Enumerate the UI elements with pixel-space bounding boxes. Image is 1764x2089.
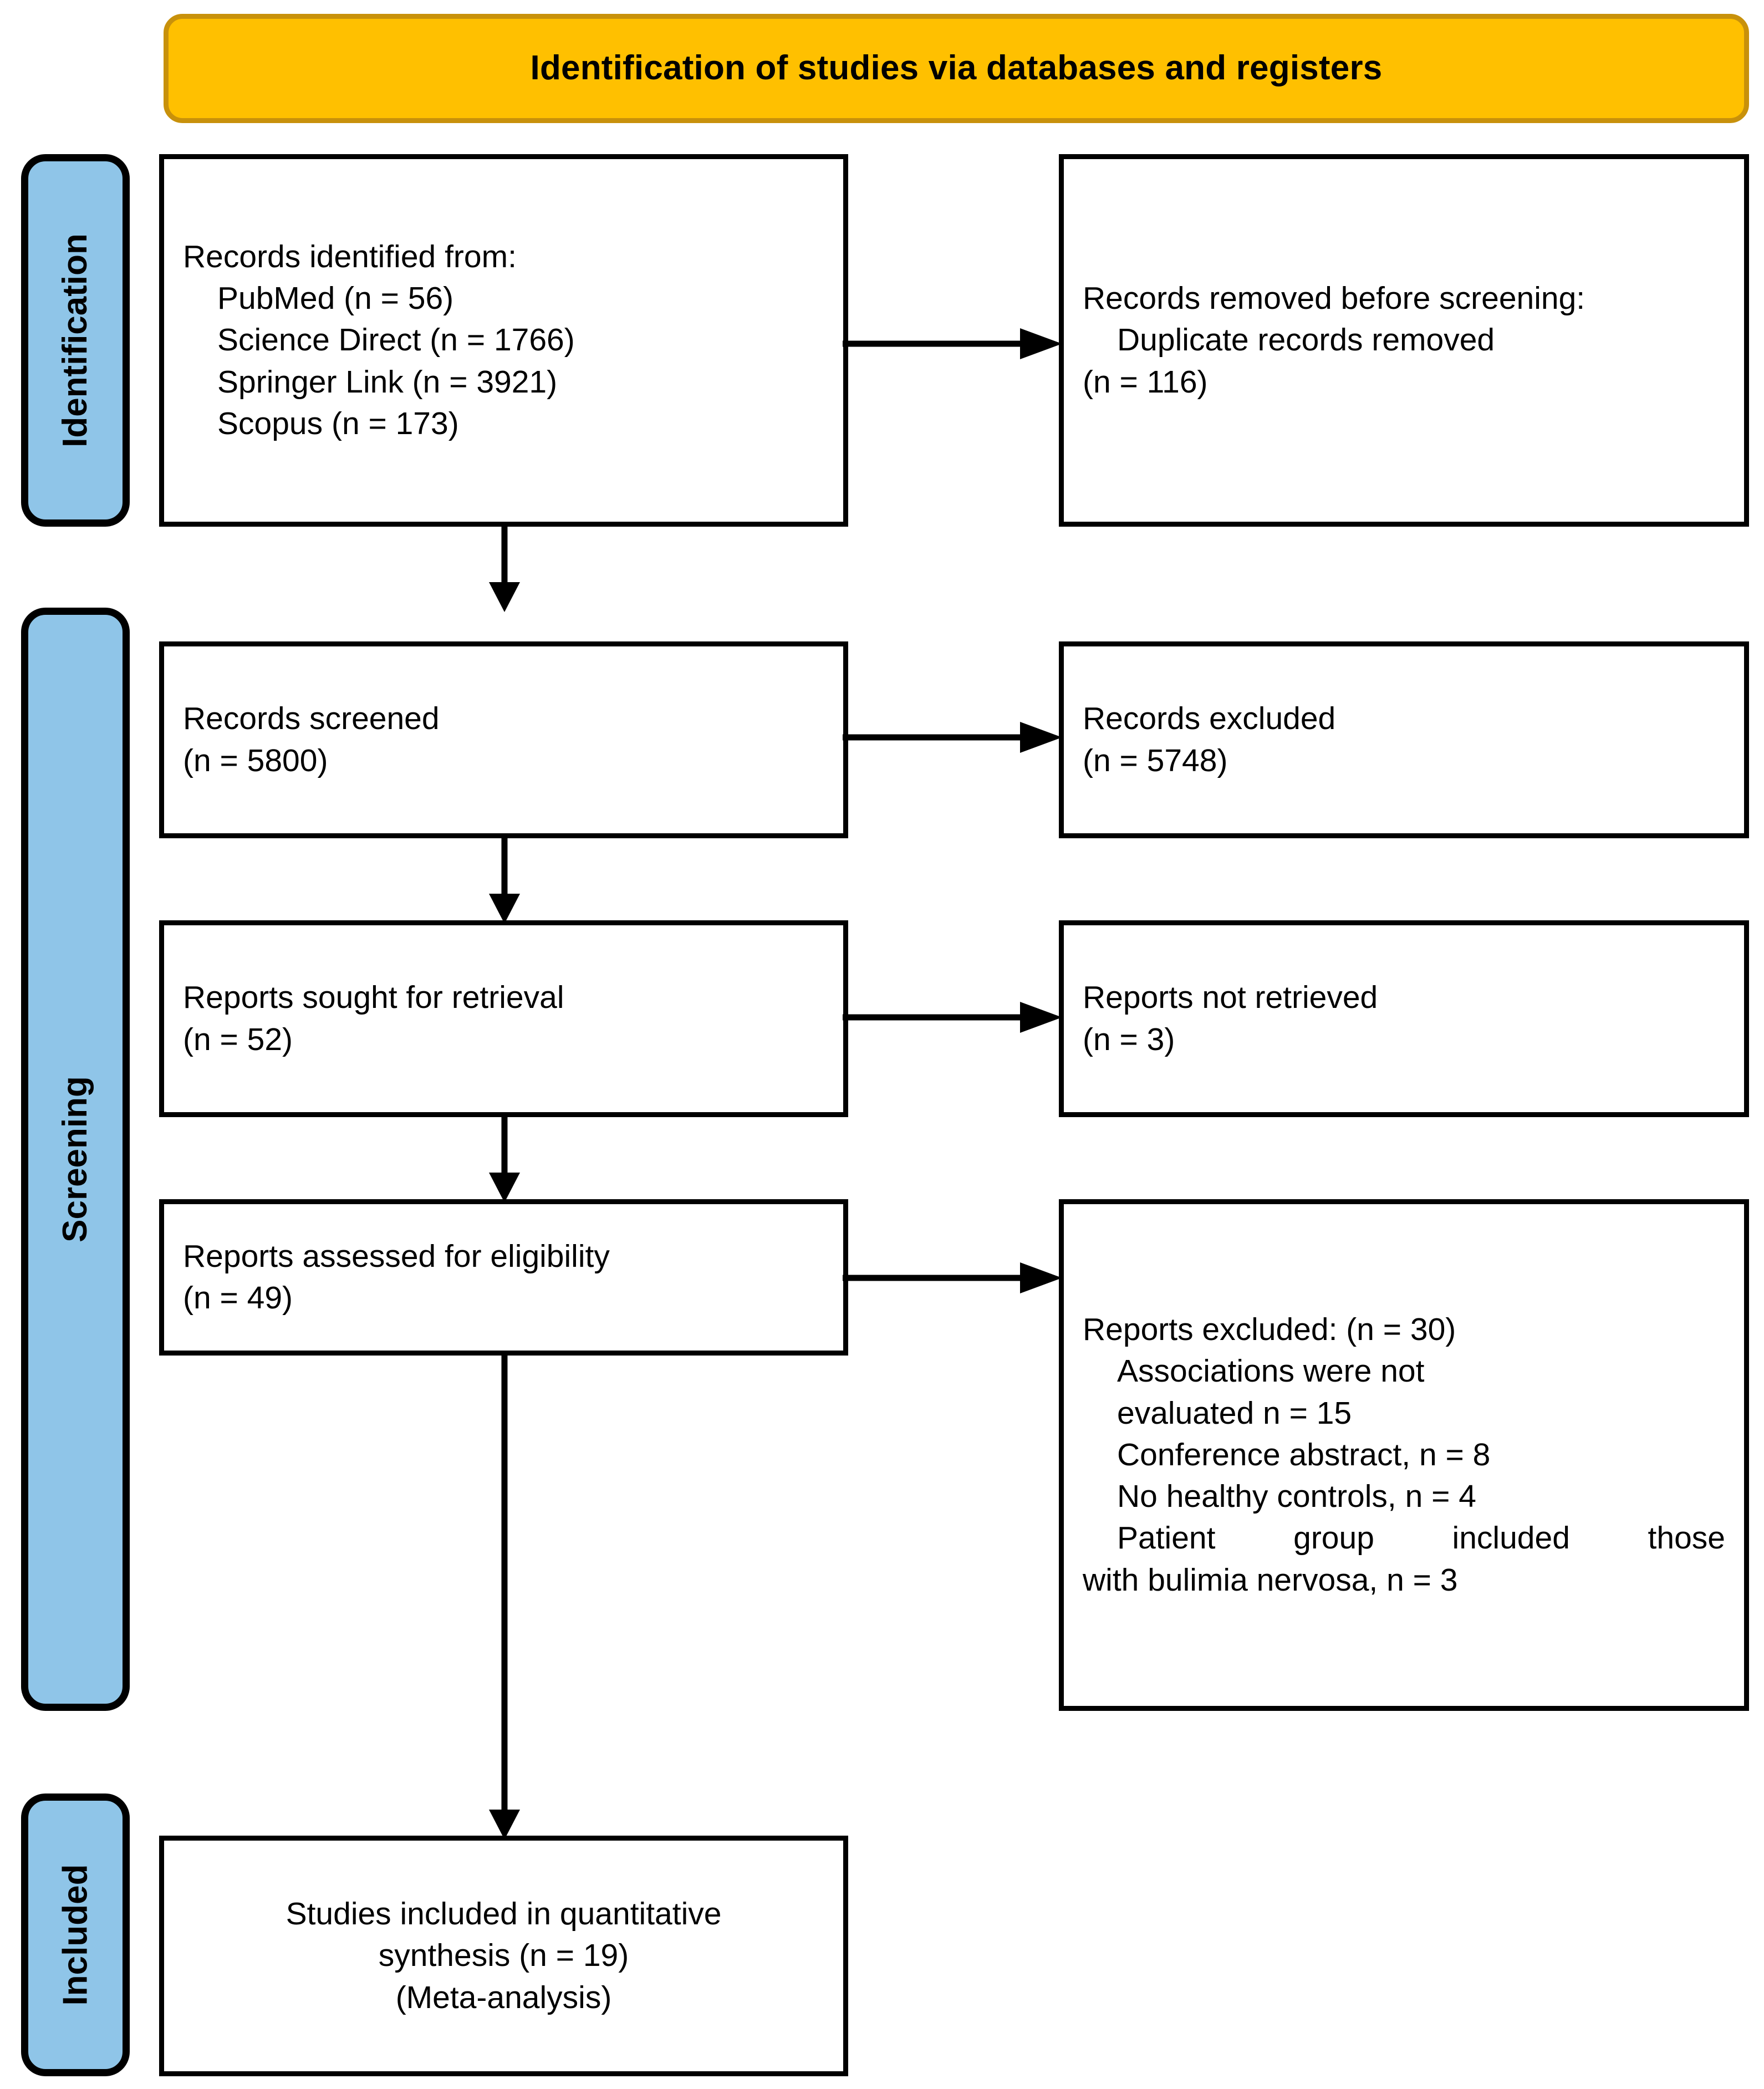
arrow-screened-to-sought xyxy=(489,836,520,924)
arrow-sought-to-assessed xyxy=(489,1115,520,1203)
reports-assessed-line-1: (n = 49) xyxy=(183,1280,293,1316)
arrow-identified-to-removed xyxy=(843,328,1062,359)
arrow-assessed-to-included xyxy=(489,1353,520,1840)
reports-excluded-reason-3: No healthy controls, n = 4 xyxy=(1117,1479,1476,1515)
box-reports-excluded-detail: Reports excluded: (n = 30) Associations … xyxy=(1059,1199,1749,1711)
reports-excluded-reason-0: Associations were not xyxy=(1117,1353,1425,1389)
stage-pill-included: Included xyxy=(21,1794,130,2076)
records-screened-line-1: (n = 5800) xyxy=(183,742,328,778)
box-records-screened: Records screened (n = 5800) xyxy=(159,641,848,838)
arrow-assessed-to-excluded xyxy=(843,1262,1062,1293)
arrow-sought-to-not-retrieved xyxy=(843,1002,1062,1033)
studies-included-line-2: (Meta-analysis) xyxy=(395,1979,612,2015)
reports-assessed-line-0: Reports assessed for eligibility xyxy=(183,1238,610,1274)
reports-excluded-reason-2: Conference abstract, n = 8 xyxy=(1117,1436,1491,1473)
records-identified-line-2: Science Direct (n = 1766) xyxy=(217,322,575,358)
studies-included-line-1: synthesis (n = 19) xyxy=(378,1938,629,1974)
reports-excluded-reason-4a: Patient group included those xyxy=(1117,1520,1725,1556)
stage-label-screening: Screening xyxy=(56,1076,94,1242)
records-removed-line-0: Records removed before screening: xyxy=(1083,281,1585,317)
stage-pill-identification: Identification xyxy=(21,154,130,527)
reports-not-retrieved-line-0: Reports not retrieved xyxy=(1083,980,1378,1016)
stage-label-included: Included xyxy=(56,1864,94,2006)
records-identified-line-0: Records identified from: xyxy=(183,238,517,274)
studies-included-line-0: Studies included in quantitative xyxy=(285,1896,722,1932)
reports-sought-line-0: Reports sought for retrieval xyxy=(183,980,564,1016)
box-records-excluded: Records excluded (n = 5748) xyxy=(1059,641,1749,838)
records-excluded-line-1: (n = 5748) xyxy=(1083,742,1228,778)
reports-not-retrieved-line-1: (n = 3) xyxy=(1083,1021,1175,1057)
stage-pill-screening: Screening xyxy=(21,608,130,1711)
box-reports-not-retrieved: Reports not retrieved (n = 3) xyxy=(1059,920,1749,1117)
records-removed-line-1: Duplicate records removed xyxy=(1117,322,1495,358)
diagram-title-banner: Identification of studies via databases … xyxy=(164,14,1749,123)
arrow-screened-to-excluded xyxy=(843,722,1062,753)
box-reports-sought: Reports sought for retrieval (n = 52) xyxy=(159,920,848,1117)
records-identified-line-3: Springer Link (n = 3921) xyxy=(217,364,558,400)
records-identified-line-1: PubMed (n = 56) xyxy=(217,281,454,317)
records-excluded-line-0: Records excluded xyxy=(1083,701,1336,737)
records-screened-line-0: Records screened xyxy=(183,701,440,737)
box-reports-assessed: Reports assessed for eligibility (n = 49… xyxy=(159,1199,848,1356)
reports-excluded-reason-1: evaluated n = 15 xyxy=(1117,1395,1352,1431)
stage-label-identification: Identification xyxy=(56,233,94,447)
reports-sought-line-1: (n = 52) xyxy=(183,1021,293,1057)
reports-excluded-heading: Reports excluded: (n = 30) xyxy=(1083,1312,1456,1348)
records-removed-line-2: (n = 116) xyxy=(1083,364,1208,400)
diagram-title-text: Identification of studies via databases … xyxy=(530,49,1383,88)
box-records-removed: Records removed before screening: Duplic… xyxy=(1059,154,1749,527)
records-identified-line-4: Scopus (n = 173) xyxy=(217,405,459,441)
box-studies-included: Studies included in quantitative synthes… xyxy=(159,1836,848,2076)
reports-excluded-reason-4b: with bulimia nervosa, n = 3 xyxy=(1083,1562,1458,1598)
box-records-identified: Records identified from: PubMed (n = 56)… xyxy=(159,154,848,527)
arrow-identified-to-screened xyxy=(489,524,520,612)
